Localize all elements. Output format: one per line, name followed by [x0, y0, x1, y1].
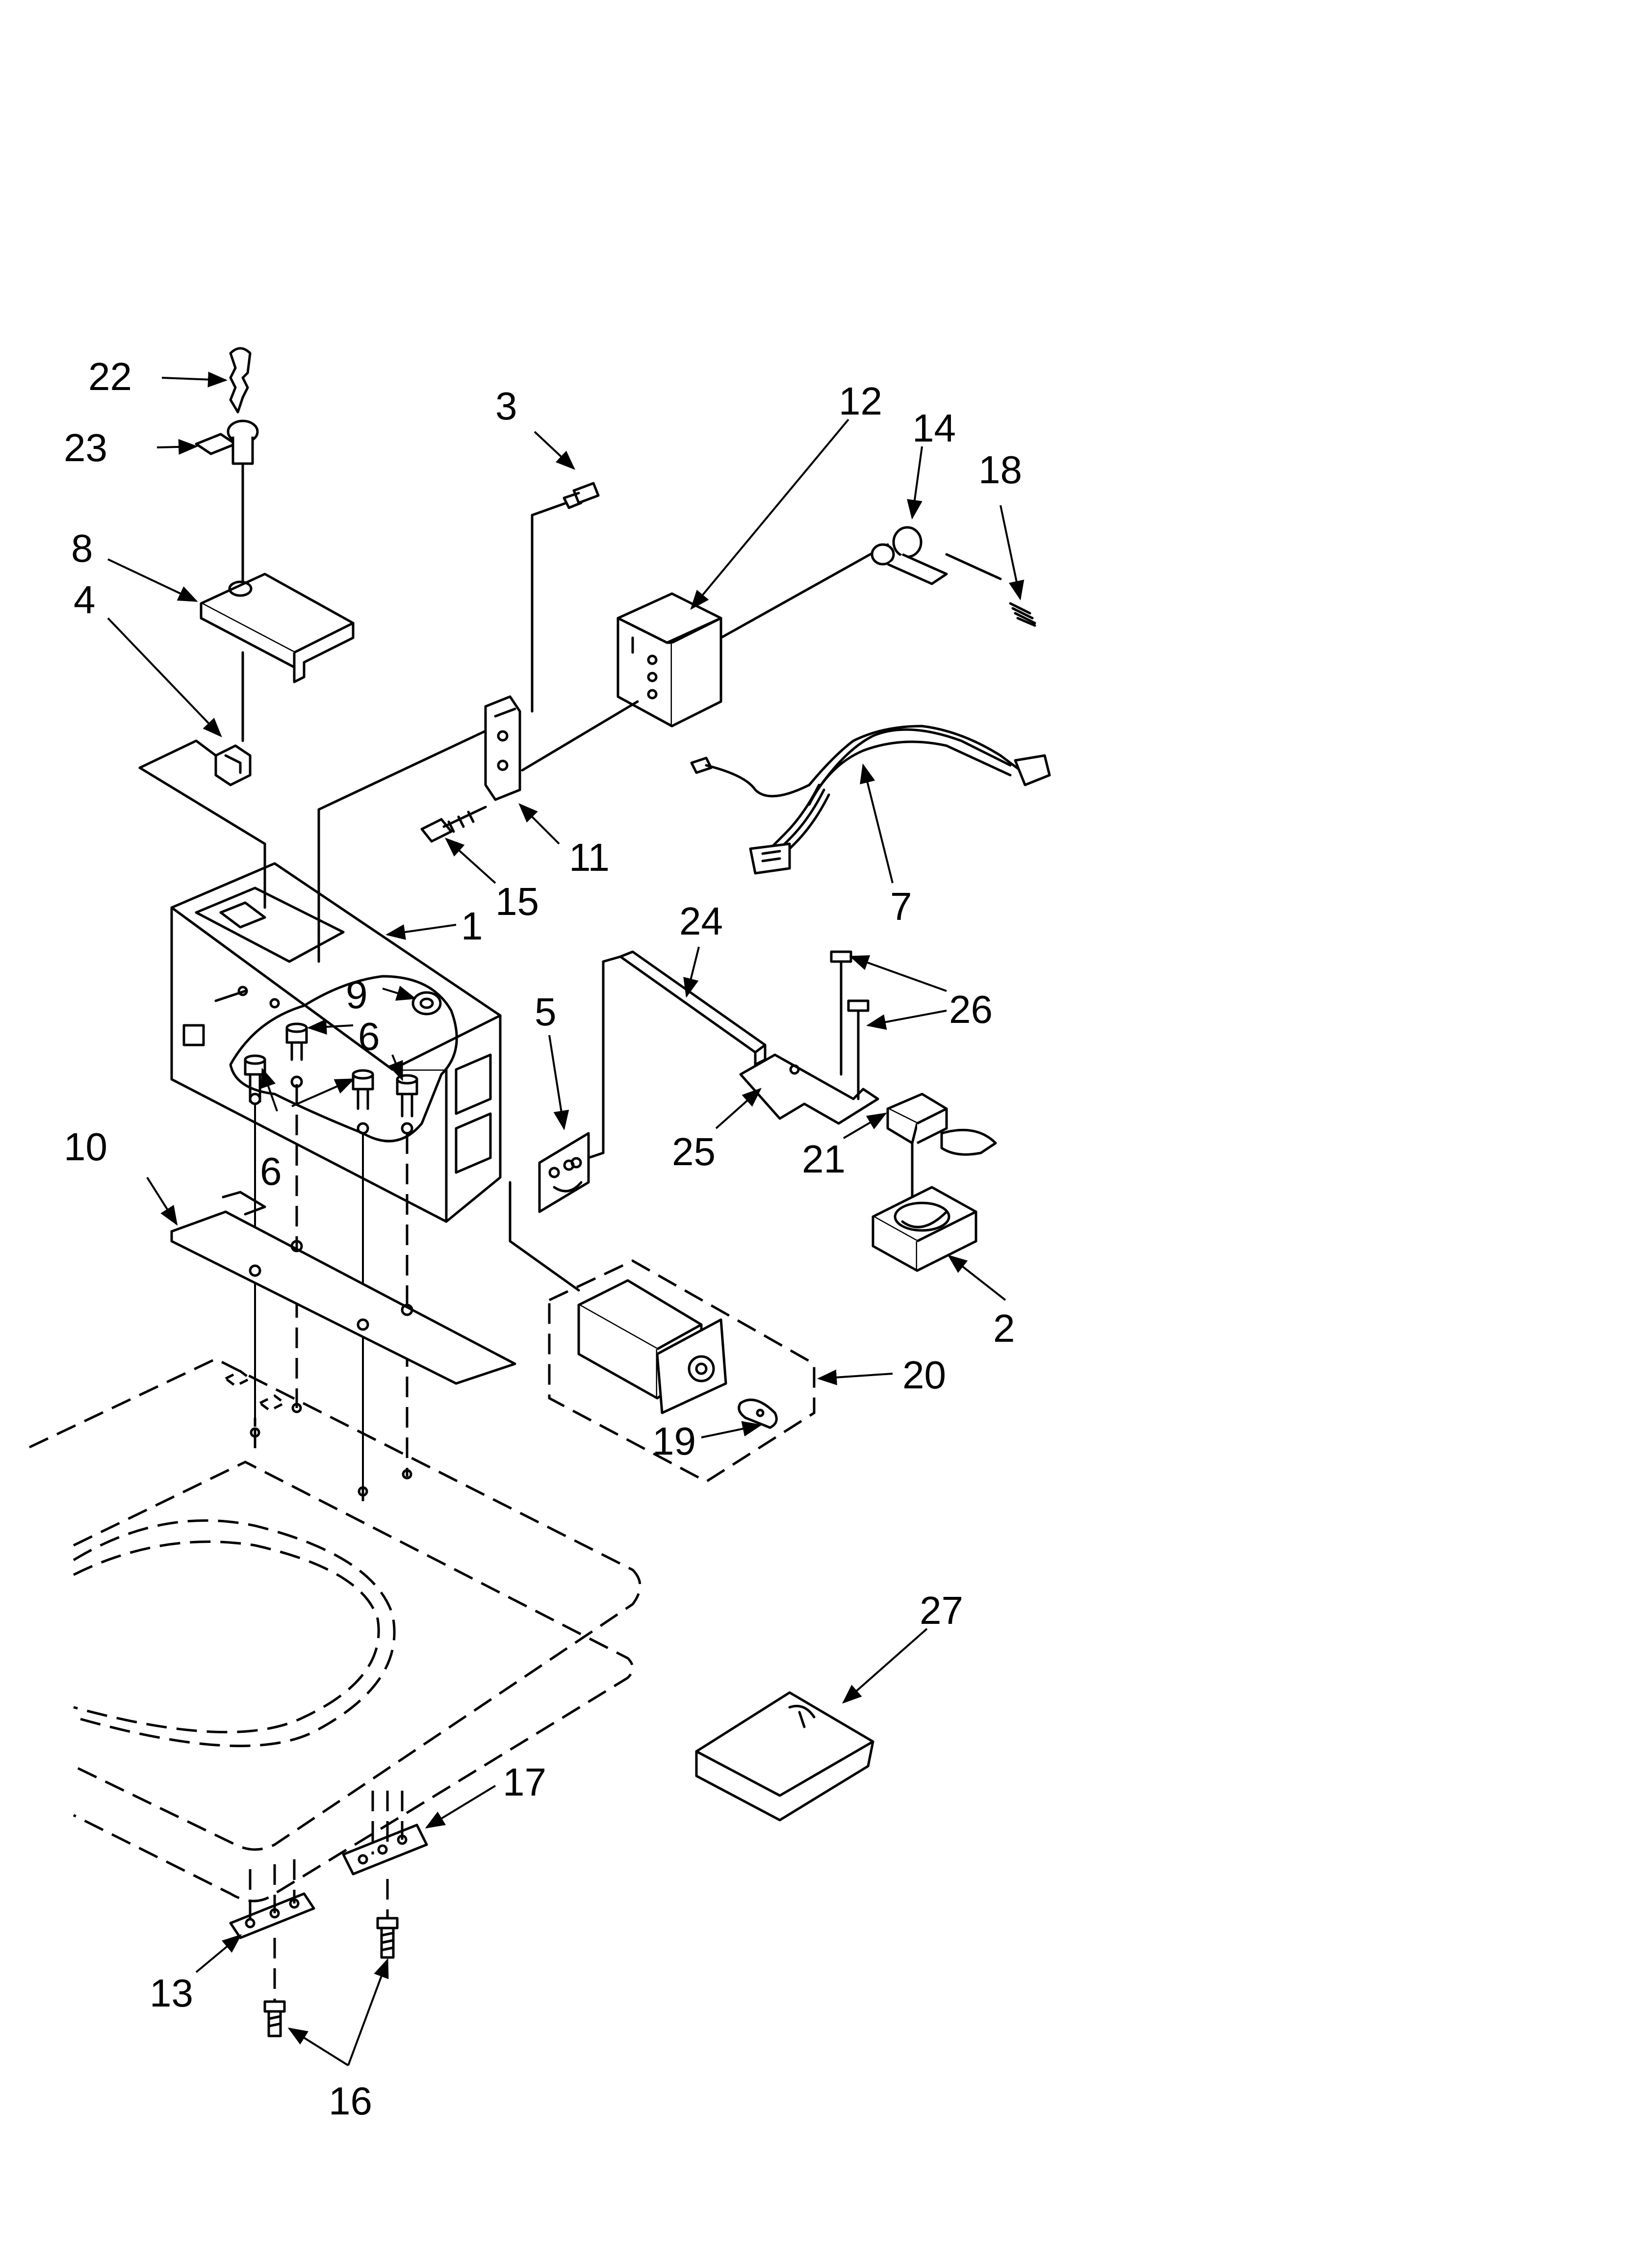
- callout-20: 20: [902, 1353, 946, 1397]
- part-5-switch-plate: [538, 955, 622, 1213]
- callout-23: 23: [64, 426, 107, 469]
- part-15-screw: [420, 806, 487, 843]
- callout-16: 16: [329, 2079, 372, 2123]
- callout-3: 3: [495, 384, 517, 428]
- callout-27: 27: [920, 1589, 963, 1632]
- callout-5: 5: [535, 990, 557, 1034]
- part-13-bracket: [229, 1859, 315, 1939]
- part-3-screw: [531, 482, 600, 713]
- part-23-lock: [195, 419, 259, 585]
- callout-9: 9: [346, 973, 368, 1017]
- callout-4: 4: [74, 578, 96, 622]
- part-10-pad: [170, 1191, 516, 1385]
- callout-7: 7: [890, 885, 912, 928]
- part-6-bolts: [244, 1022, 418, 1135]
- cabinet-top-outline: [28, 1357, 641, 1903]
- callout-22: 22: [88, 355, 132, 398]
- callout-21: 21: [802, 1137, 846, 1181]
- callout-1: 1: [461, 904, 483, 948]
- callout-2: 2: [993, 1306, 1015, 1350]
- part-9-bushing: [411, 991, 442, 1016]
- callout-24: 24: [679, 899, 723, 943]
- part-11-bracket: [317, 695, 521, 963]
- part-26-screws: [830, 950, 870, 1100]
- callout-25: 25: [672, 1130, 716, 1173]
- part-27-bag: [695, 1691, 874, 1822]
- part-19-plunger: [738, 1398, 778, 1429]
- callout-labels: 22 23 8 4 3 12 14 18 11 15 7 1 9 6 6 5 2…: [64, 355, 1022, 2123]
- callout-8: 8: [71, 526, 93, 570]
- part-16-screws: [263, 1879, 399, 2037]
- part-20-solenoid-assembly: [509, 1181, 816, 1483]
- callout-6b: 6: [260, 1149, 282, 1193]
- callout-15: 15: [495, 880, 539, 923]
- part-22-key: [229, 347, 252, 414]
- callout-12: 12: [839, 379, 882, 423]
- part-2-dispenser-cup: [872, 1186, 977, 1272]
- part-17-bracket: [342, 1791, 428, 1876]
- callout-14: 14: [912, 406, 956, 450]
- callout-26: 26: [949, 988, 993, 1031]
- callout-arrows: [107, 371, 1025, 2066]
- callout-13: 13: [150, 1971, 193, 2015]
- part-4-clip: [138, 739, 266, 909]
- part-8-cover: [200, 573, 355, 742]
- callout-17: 17: [503, 1760, 546, 1804]
- callout-6a: 6: [358, 1015, 380, 1058]
- part-12-control-module: [521, 543, 889, 772]
- part-1-console-housing: [170, 862, 502, 1223]
- part-7-wire-harness: [690, 725, 1051, 875]
- cabinet-holes: [223, 1370, 412, 1497]
- callout-18: 18: [978, 448, 1022, 492]
- part-25-plate: [739, 1053, 879, 1125]
- part-21-actuator: [886, 1093, 997, 1199]
- callout-11: 11: [569, 835, 610, 879]
- callout-19: 19: [652, 1419, 696, 1463]
- callout-10: 10: [64, 1125, 107, 1169]
- part-14-thermistor: [871, 526, 1002, 585]
- part-18-spring: [1009, 602, 1036, 627]
